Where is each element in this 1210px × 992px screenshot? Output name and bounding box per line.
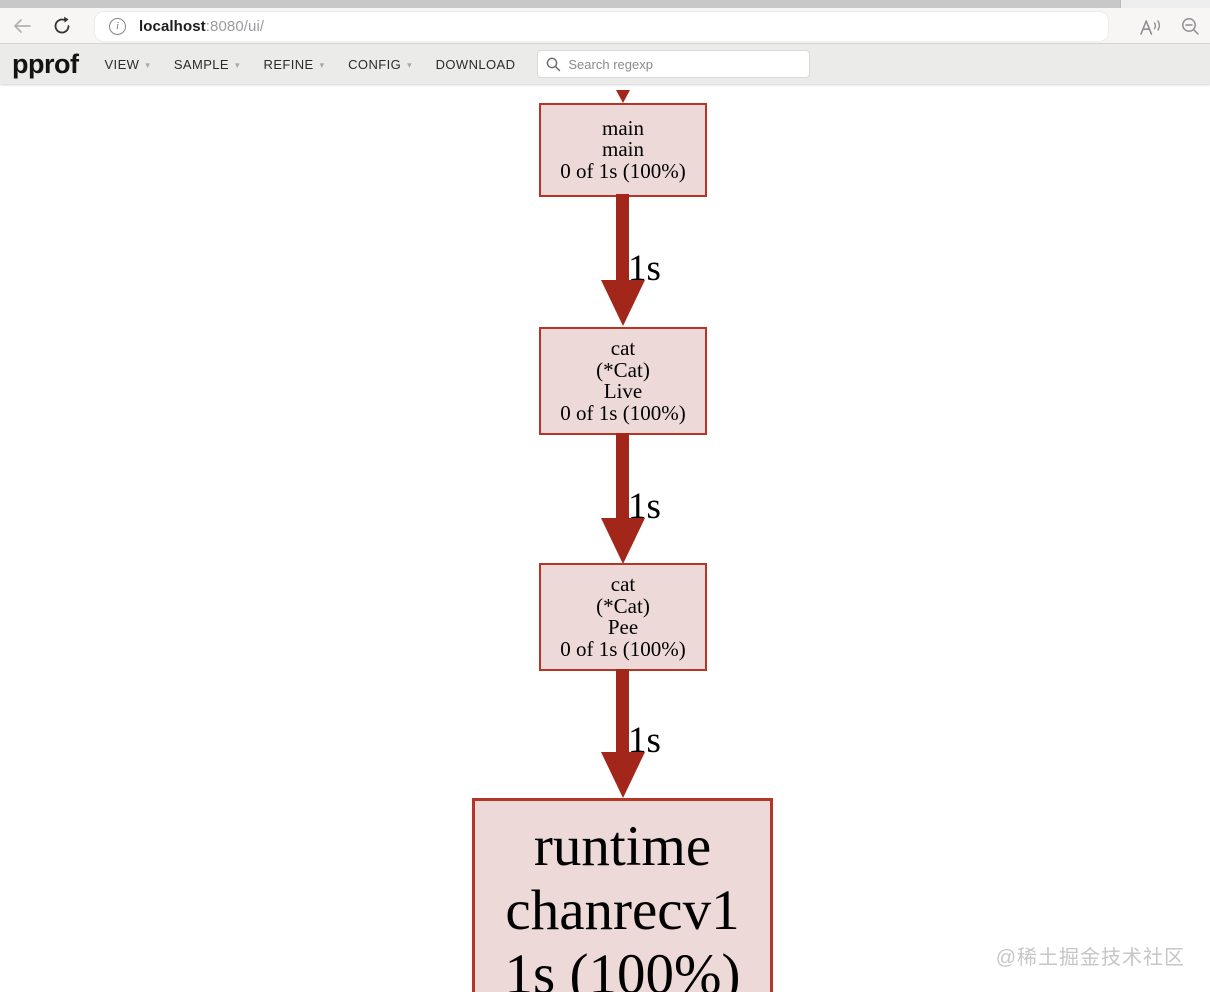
node-line: (*Cat): [596, 593, 650, 618]
edge-label: 1s: [628, 720, 661, 761]
node-line: cat: [610, 572, 636, 596]
reload-button[interactable]: [48, 12, 76, 40]
info-icon[interactable]: i: [109, 18, 126, 35]
node-line: main: [602, 115, 644, 140]
menu-sample[interactable]: SAMPLE ▾: [174, 57, 240, 72]
watermark: @稀土掘金技术社区: [995, 947, 1185, 969]
node-line: 0 of 1s (100%): [560, 400, 686, 425]
search-input[interactable]: [568, 56, 794, 72]
tab-strip: [0, 0, 1210, 8]
menu-view[interactable]: VIEW ▾: [104, 57, 149, 72]
edge-arrowhead: [601, 280, 645, 326]
chevron-down-icon: ▾: [407, 59, 412, 70]
zoom-out-icon[interactable]: [1181, 17, 1200, 36]
node-line: cat: [610, 336, 636, 360]
menu-label: REFINE: [263, 56, 314, 72]
node-line: runtime: [533, 815, 712, 878]
app-logo: pprof: [12, 48, 79, 79]
edge-shaft: [616, 433, 629, 518]
chevron-down-icon: ▾: [235, 59, 240, 70]
node-line: 1s (100%): [504, 943, 741, 992]
menu-download[interactable]: DOWNLOAD: [436, 57, 516, 72]
node-line: chanrecv1: [505, 879, 740, 942]
node-line: (*Cat): [596, 357, 650, 382]
graph-node-cat-pee[interactable]: cat (*Cat) Pee 0 of 1s (100%): [539, 563, 707, 671]
incoming-edge-arrowhead: [616, 90, 630, 103]
toolbar-right-icons: [1139, 12, 1200, 41]
search-box: [537, 50, 811, 78]
chevron-down-icon: ▾: [319, 59, 325, 70]
menu-label: SAMPLE: [173, 56, 229, 72]
node-line: Live: [603, 379, 643, 403]
call-graph: main main 0 of 1s (100%) 1s cat (*Cat) L…: [0, 84, 1210, 992]
menu-label: VIEW: [104, 56, 140, 72]
menu-label: DOWNLOAD: [435, 56, 516, 72]
url-host: localhost: [139, 18, 206, 35]
graph-node-main[interactable]: main main 0 of 1s (100%): [539, 103, 707, 197]
menu-config[interactable]: CONFIG ▾: [348, 57, 411, 72]
edge-shaft: [616, 669, 629, 752]
search-icon: [546, 57, 561, 72]
edge-label: 1s: [628, 486, 661, 527]
address-bar[interactable]: i localhost :8080/ui/: [95, 12, 1108, 41]
reload-icon: [52, 16, 72, 36]
graph-node-runtime-chanrecv1[interactable]: runtime chanrecv1 1s (100%): [472, 798, 773, 992]
edge-shaft: [616, 194, 629, 280]
edge-arrowhead: [601, 518, 645, 564]
node-line: Pee: [607, 615, 639, 639]
chevron-down-icon: ▾: [145, 59, 150, 70]
edge-label: 1s: [628, 248, 661, 289]
back-icon: [12, 18, 32, 34]
node-line: 0 of 1s (100%): [560, 636, 686, 661]
tab-strip-right: [1120, 0, 1210, 8]
graph-node-cat-live[interactable]: cat (*Cat) Live 0 of 1s (100%): [539, 327, 707, 435]
edge-arrowhead: [601, 752, 645, 798]
url-path: :8080/ui/: [205, 18, 265, 35]
menu-label: CONFIG: [348, 56, 402, 72]
node-line: 0 of 1s (100%): [560, 158, 686, 183]
text-size-icon[interactable]: [1139, 18, 1163, 36]
menu-refine[interactable]: REFINE ▾: [264, 57, 325, 72]
browser-toolbar: i localhost :8080/ui/: [0, 8, 1210, 44]
back-button[interactable]: [8, 12, 36, 40]
pprof-header: pprof VIEW ▾ SAMPLE ▾ REFINE ▾ CONFIG ▾ …: [0, 44, 1210, 84]
node-line: main: [602, 137, 644, 162]
menu-bar: VIEW ▾ SAMPLE ▾ REFINE ▾ CONFIG ▾ DOWNLO…: [104, 57, 515, 72]
